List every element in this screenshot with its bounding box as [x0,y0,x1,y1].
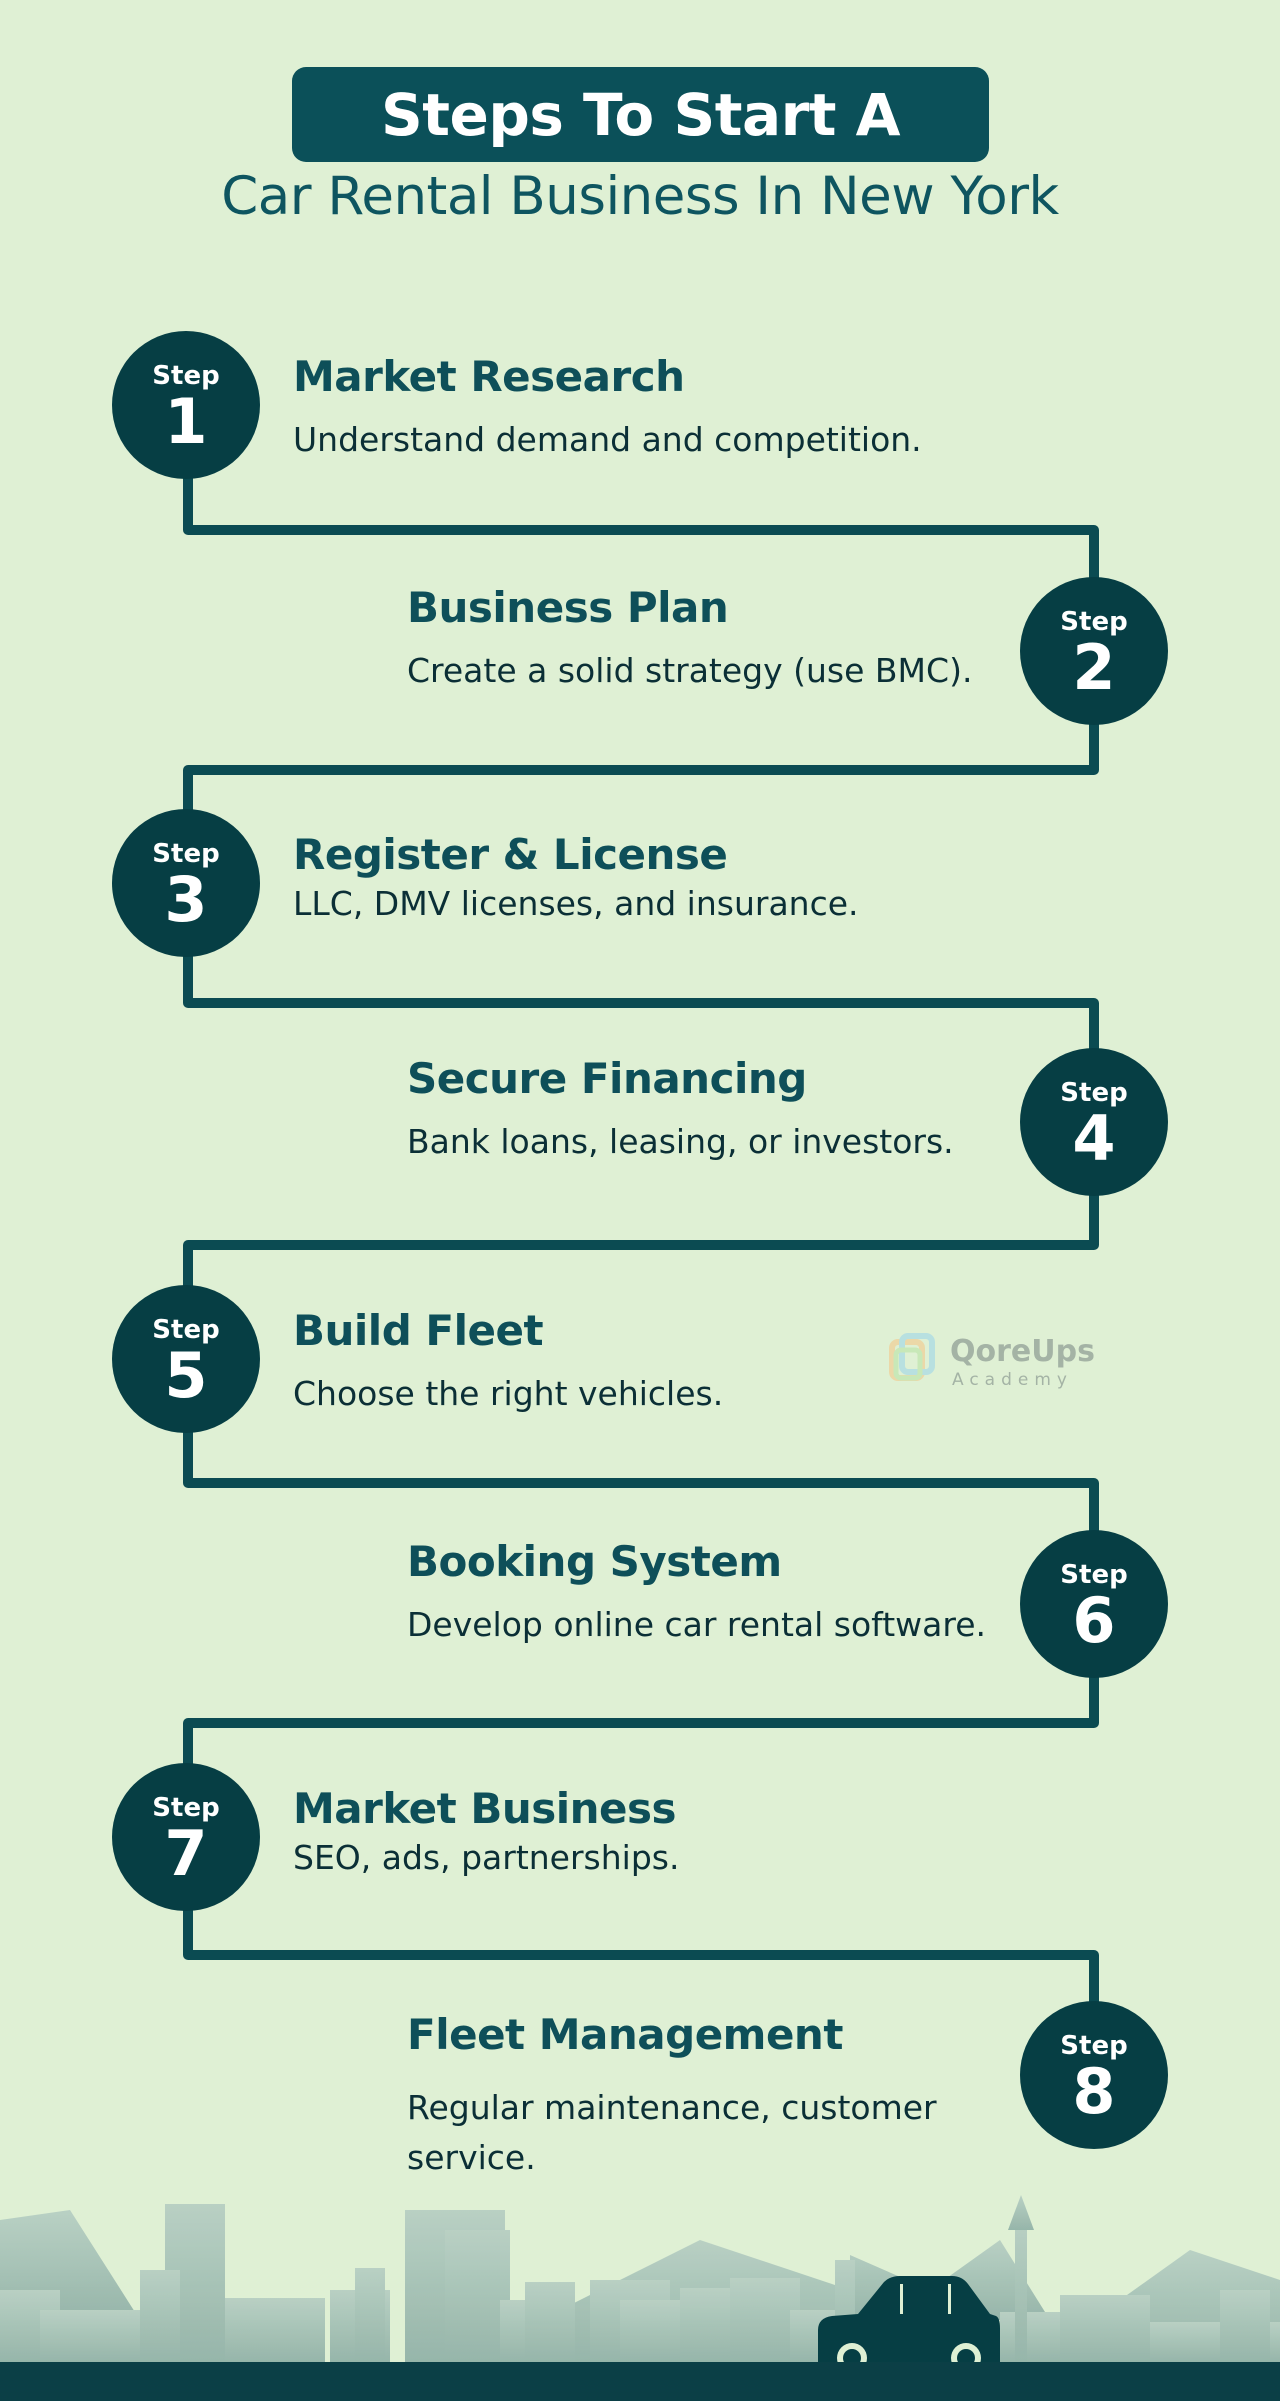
step-2-description: Create a solid strategy (use BMC). [407,651,973,690]
step-3-word: Step [152,839,220,869]
step-5-description: Choose the right vehicles. [293,1374,724,1413]
step-7-heading: Market Business [293,1784,677,1833]
watermark-subtitle: Academy [952,1370,1073,1390]
city-skyline-icon [0,2195,1280,2370]
step-8-number: 8 [1072,2055,1116,2128]
step-3-number: 3 [164,863,208,936]
step-8-heading: Fleet Management [407,2010,843,2059]
step-5-heading: Build Fleet [293,1306,544,1355]
step-3-heading: Register & License [293,830,728,879]
page-title: Steps To Start A [380,80,901,149]
step-7-badge: Step 7 [112,1763,260,1911]
step-5-content: Build Fleet Choose the right vehicles. [293,1306,893,1419]
step-1-heading: Market Research [293,352,685,401]
step-8-description: Regular maintenance, customer service. [407,2088,937,2177]
step-3-description: LLC, DMV licenses, and insurance. [293,884,859,923]
step-4-description: Bank loans, leasing, or investors. [407,1122,954,1161]
step-1-number: 1 [164,385,208,458]
watermark-name: QoreUps [950,1334,1095,1369]
step-2-heading: Business Plan [407,583,729,632]
step-6-word: Step [1060,1560,1128,1590]
step-4-badge: Step 4 [1020,1048,1168,1196]
title-banner: Steps To Start A [292,67,989,162]
step-1-badge: Step 1 [112,331,260,479]
step-1-word: Step [152,361,220,391]
step-4-number: 4 [1072,1102,1116,1175]
step-2-number: 2 [1072,631,1116,704]
step-8-badge: Step 8 [1020,2001,1168,2149]
step-5-word: Step [152,1315,220,1345]
ground-bar [0,2362,1280,2401]
step-6-badge: Step 6 [1020,1530,1168,1678]
step-3-badge: Step 3 [112,809,260,957]
step-2-word: Step [1060,607,1128,637]
step-4-heading: Secure Financing [407,1054,807,1103]
step-5-number: 5 [164,1339,208,1412]
step-1-content: Market Research Understand demand and co… [293,352,1043,465]
step-4-word: Step [1060,1078,1128,1108]
step-6-description: Develop online car rental software. [407,1605,986,1644]
step-2-badge: Step 2 [1020,577,1168,725]
step-7-number: 7 [164,1817,208,1890]
step-2-content: Business Plan Create a solid strategy (u… [407,583,1007,696]
step-6-heading: Booking System [407,1537,782,1586]
qoreups-logo-icon [889,1333,935,1381]
step-5-badge: Step 5 [112,1285,260,1433]
step-6-number: 6 [1072,1584,1116,1657]
step-8-word: Step [1060,2031,1128,2061]
step-8-content: Fleet Management Regular maintenance, cu… [407,2010,967,2183]
step-1-description: Understand demand and competition. [293,420,922,459]
qoreups-watermark: QoreUps Academy [886,1330,1095,1392]
step-7-description: SEO, ads, partnerships. [293,1838,680,1877]
step-3-content: Register & License LLC, DMV licenses, an… [293,830,1043,929]
step-4-content: Secure Financing Bank loans, leasing, or… [407,1054,1007,1167]
page-subtitle: Car Rental Business In New York [221,166,1059,227]
step-7-content: Market Business SEO, ads, partnerships. [293,1784,993,1883]
step-6-content: Booking System Develop online car rental… [407,1537,1007,1650]
step-7-word: Step [152,1793,220,1823]
